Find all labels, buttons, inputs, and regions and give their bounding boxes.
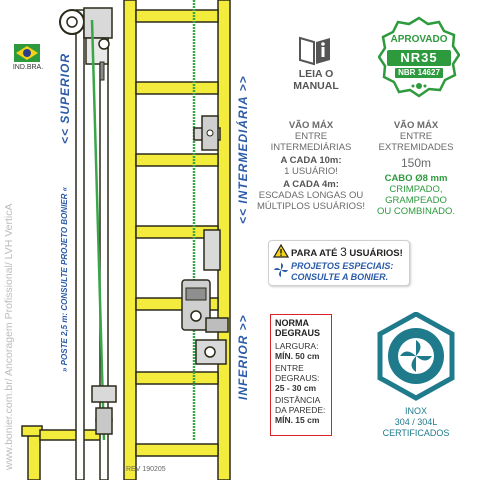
warning-line: PARA ATÉ 3 USUÁRIOS! bbox=[291, 245, 403, 259]
website-vertical-text: www.bonier.com.br/ Ancoragem Profissiona… bbox=[3, 203, 15, 470]
norma-largura-value: MÍN. 50 cm bbox=[275, 351, 320, 361]
flag-label: IND.BRA. bbox=[12, 64, 44, 71]
inferior-label: INFERIOR >> bbox=[236, 314, 250, 400]
cable-line-2: GRAMPEADO bbox=[385, 195, 447, 206]
specs-left-rule2-body-2: MÚLTIPLOS USUÁRIOS! bbox=[256, 201, 366, 212]
specs-left-rule2-body-1: ESCADAS LONGAS OU bbox=[258, 190, 364, 201]
fan-logo-icon bbox=[274, 263, 288, 277]
norma-entre-1: ENTRE bbox=[275, 363, 304, 373]
norma-dist-1: DISTÂNCIA bbox=[275, 395, 321, 405]
norma-entre-value: 25 - 30 cm bbox=[275, 383, 317, 393]
poste-vertical-text: » POSTE 2,5 m: CONSULTE PROJETO BONIER « bbox=[60, 186, 69, 372]
specs-left-title-2: ENTRE bbox=[294, 131, 328, 142]
cable-head: CABO Ø8 mm bbox=[384, 173, 448, 184]
norma-largura: LARGURA: bbox=[275, 341, 319, 351]
certificate-line-2: 304 / 304L bbox=[394, 417, 438, 427]
intermediaria-label: << INTERMEDIÁRIA >> bbox=[236, 75, 250, 224]
intermediate-bracket bbox=[193, 115, 221, 151]
specs-left: VÃO MÁX ENTRE INTERMEDIÁRIAS A CADA 10m:… bbox=[256, 120, 366, 212]
superior-label: << SUPERIOR bbox=[58, 52, 72, 144]
certificate-seal-icon bbox=[377, 312, 455, 401]
revision-text: REV 190205 bbox=[126, 466, 166, 473]
specs-right-value: 150m bbox=[400, 156, 432, 170]
warning-prefix: PARA ATÉ bbox=[291, 248, 338, 259]
lower-left-post bbox=[21, 425, 103, 480]
certificate-line-1: INOX bbox=[404, 406, 427, 416]
warning-count: 3 bbox=[340, 245, 347, 259]
manual-text-1: LEIA O bbox=[298, 68, 334, 80]
special-line-1: PROJETOS ESPECIAIS: bbox=[291, 261, 394, 271]
specs-left-rule1-head: A CADA 10m: bbox=[280, 155, 342, 166]
specs-left-rule2-head: A CADA 4m: bbox=[283, 179, 339, 190]
norma-entre-2: DEGRAUS: bbox=[275, 373, 320, 383]
ladder-rail-left bbox=[123, 0, 137, 480]
norma-title-2: DEGRAUS bbox=[275, 328, 321, 338]
badge-bottom-text: NBR 14627 bbox=[398, 68, 440, 77]
norma-dist-value: MÍN. 15 cm bbox=[275, 415, 320, 425]
special-line-2: CONSULTE A BONIER. bbox=[291, 272, 389, 282]
norma-dist-2: DA PAREDE: bbox=[275, 405, 326, 415]
specs-right-title-3: EXTREMIDADES bbox=[378, 142, 454, 153]
specs-left-title-3: INTERMEDIÁRIAS bbox=[270, 142, 352, 153]
specs-right-title-2: ENTRE bbox=[399, 131, 433, 142]
badge-top-text: APROVADO bbox=[390, 34, 448, 45]
rope-grab-device bbox=[181, 229, 229, 365]
approved-badge-icon bbox=[378, 16, 460, 98]
norma-title-1: NORMA bbox=[275, 318, 309, 328]
warning-suffix: USUÁRIOS! bbox=[349, 248, 403, 259]
manual-text-2: MANUAL bbox=[293, 80, 339, 92]
warning-box: PARA ATÉ 3 USUÁRIOS! PROJETOS ESPECIAIS:… bbox=[268, 240, 410, 286]
safety-cable bbox=[90, 19, 106, 441]
certificate-line-3: CERTIFICADOS bbox=[382, 428, 450, 438]
manual-book-icon bbox=[299, 36, 330, 66]
badge-middle-text: NR35 bbox=[400, 50, 438, 65]
norma-box: NORMA DEGRAUS LARGURA: MÍN. 50 cm ENTRE … bbox=[270, 314, 332, 436]
specs-right: VÃO MÁX ENTRE EXTREMIDADES 150m CABO Ø8 … bbox=[366, 120, 466, 217]
pole-left bbox=[75, 9, 85, 480]
warning-triangle-icon bbox=[273, 244, 289, 258]
specs-left-title-1: VÃO MÁX bbox=[288, 120, 334, 131]
brazil-flag-icon bbox=[14, 44, 40, 62]
bottom-tensioner bbox=[91, 385, 117, 435]
specs-right-title-1: VÃO MÁX bbox=[393, 120, 439, 131]
specs-left-rule1-body: 1 USUÁRIO! bbox=[284, 166, 338, 177]
cable-line-1: CRIMPADO, bbox=[389, 184, 443, 195]
cable-line-3: OU COMBINADO. bbox=[376, 206, 456, 217]
